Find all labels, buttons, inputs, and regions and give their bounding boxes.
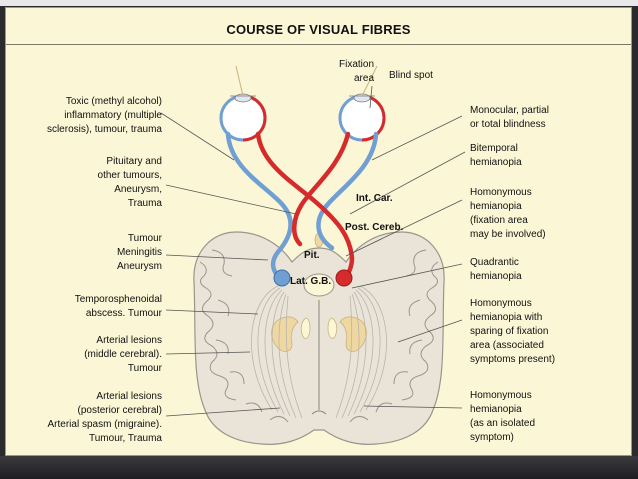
lateral-geniculate-left — [273, 269, 291, 287]
left-eye — [219, 93, 267, 142]
midbrain — [303, 273, 335, 297]
midline-fissure — [311, 300, 327, 415]
gyri-right-inner — [349, 249, 427, 423]
leader-lines — [160, 85, 466, 417]
diagram-title: COURSE OF VISUAL FIBRES — [226, 22, 411, 37]
optic-radiations-left — [251, 285, 303, 419]
gyri-right — [401, 261, 439, 401]
label-posterior-cerebral-causes: Arterial lesions(posterior cerebral)Arte… — [47, 391, 162, 444]
pituitary-tag: Pit. — [304, 250, 320, 261]
window-top-border — [0, 0, 638, 6]
gyri-left — [199, 261, 237, 401]
lateral-geniculate-right — [335, 269, 353, 287]
temporal-fibres — [225, 131, 379, 283]
label-middle-cerebral-causes: Arterial lesions(middle cerebral).Tumour — [84, 335, 162, 374]
lateral-geniculate-tag: Lat. G.B. — [290, 276, 332, 287]
blind-spot-label: Blind spot — [389, 70, 433, 81]
nasal-fibres — [255, 131, 355, 283]
window-bottom-bar — [0, 456, 638, 479]
posterior-cerebral-tag: Post. Cereb. — [345, 222, 404, 233]
title-divider — [6, 44, 631, 45]
ventricle-left — [300, 317, 311, 339]
ventricle-right — [327, 317, 338, 339]
internal-carotid-tag: Int. Car. — [356, 193, 393, 204]
fixation-sight-lines — [235, 65, 378, 97]
label-optic-nerve-causes: Toxic (methyl alcohol)inflammatory (mult… — [46, 96, 162, 135]
gyri-left-inner — [211, 249, 289, 423]
optic-radiations-right — [335, 285, 387, 419]
